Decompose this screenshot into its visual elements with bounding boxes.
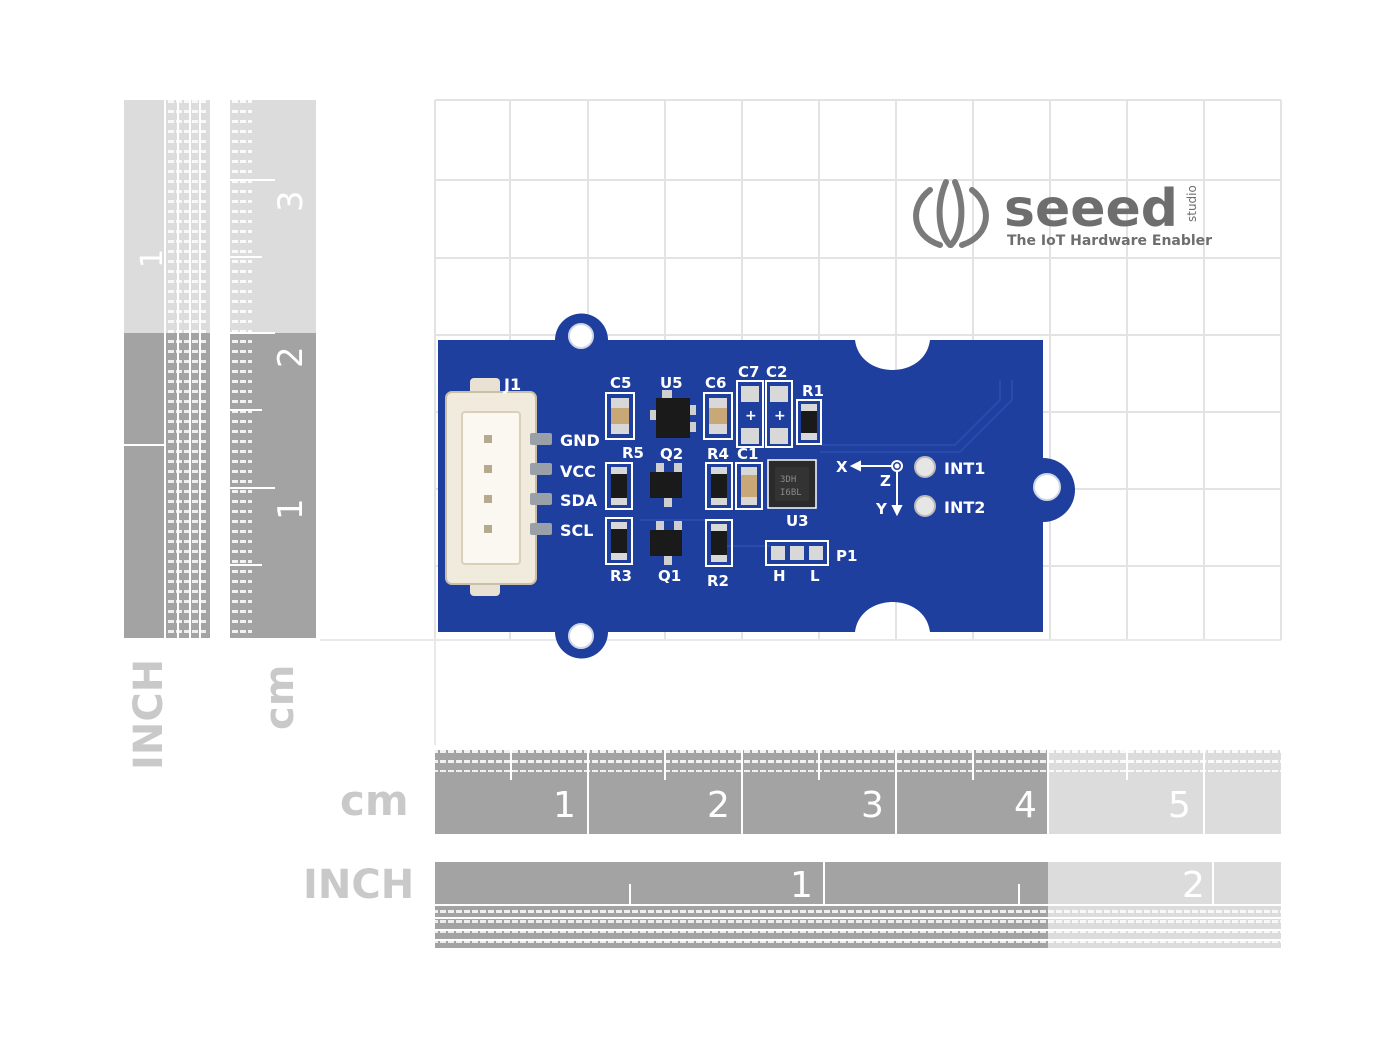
label-j1: J1 (503, 375, 521, 394)
label-u5: U5 (660, 374, 683, 392)
label-int1: INT1 (944, 459, 985, 478)
bottom-cm-number-1: 1 (553, 785, 576, 826)
component-r5 (605, 462, 633, 510)
pin-label-scl: SCL (560, 521, 593, 540)
label-c2: C2 (766, 363, 787, 381)
left-inch-label: INCH (126, 659, 172, 770)
component-q2 (650, 463, 682, 507)
label-u3: U3 (786, 512, 809, 530)
bottom-inch-ruler: 1 2 (435, 862, 1281, 948)
component-c7: + (736, 380, 764, 448)
label-jumper-h: H (773, 567, 786, 585)
svg-text:+: + (745, 408, 757, 424)
component-u5 (650, 390, 696, 438)
seeed-tagline: The IoT Hardware Enabler (1007, 233, 1212, 249)
component-r4 (705, 462, 733, 510)
label-c6: C6 (705, 374, 726, 392)
seeed-studio-mark: studio (1185, 185, 1199, 222)
seeed-leaf-icon (913, 179, 989, 248)
bottom-inch-number-2: 2 (1182, 865, 1205, 906)
int2-pad (914, 495, 936, 517)
grove-connector (445, 378, 552, 596)
bottom-inch-number-1: 1 (790, 865, 813, 906)
component-c1 (735, 462, 763, 510)
component-c2: + (765, 380, 793, 448)
seeed-logo: seeed studio The IoT Hardware Enabler (913, 179, 1212, 249)
label-jumper-l: L (810, 567, 820, 585)
bottom-cm-number-4: 4 (1014, 785, 1037, 826)
left-inch-ruler: 1 (124, 100, 210, 638)
label-axis-z: Z (880, 472, 891, 490)
component-u3: 3DH I6BL (767, 459, 817, 509)
label-r4: R4 (707, 445, 729, 463)
left-cm-label: cm (257, 665, 303, 730)
left-cm-number-3: 3 (271, 190, 311, 212)
label-r2: R2 (707, 572, 729, 590)
label-q2: Q2 (660, 445, 683, 463)
left-cm-number-1: 1 (271, 498, 311, 520)
label-int2: INT2 (944, 498, 985, 517)
label-q1: Q1 (658, 567, 681, 585)
pin-label-sda: SDA (560, 491, 598, 510)
pin-label-vcc: VCC (560, 462, 596, 481)
label-r5: R5 (622, 444, 644, 462)
axis-indicator (849, 460, 903, 517)
component-r1 (796, 399, 822, 445)
label-r1: R1 (802, 382, 824, 400)
component-c5 (605, 392, 635, 440)
pin-label-gnd: GND (560, 431, 600, 450)
jumper-p1 (765, 540, 829, 566)
bottom-cm-number-2: 2 (707, 785, 730, 826)
bottom-inch-label: INCH (303, 862, 414, 908)
label-axis-y: Y (875, 500, 888, 518)
int1-pad (914, 456, 936, 478)
svg-text:I6BL: I6BL (780, 488, 802, 498)
svg-text:+: + (774, 408, 786, 424)
bottom-cm-label: cm (340, 776, 409, 825)
label-c5: C5 (610, 374, 631, 392)
bottom-cm-ruler: 1 2 3 4 5 (435, 750, 1281, 834)
label-axis-x: X (836, 458, 848, 476)
label-p1: P1 (836, 547, 857, 565)
component-c6 (703, 392, 733, 440)
label-c7: C7 (738, 363, 759, 381)
grove-sensor-board: GND VCC SDA SCL J1 C5 U5 C6 (438, 313, 1075, 659)
component-q1 (650, 521, 682, 565)
label-c1: C1 (737, 445, 758, 463)
left-cm-ruler: 3 2 1 (230, 100, 316, 638)
component-r2 (705, 519, 733, 567)
bottom-cm-number-5: 5 (1168, 785, 1191, 826)
seeed-wordmark: seeed (1004, 179, 1178, 239)
bottom-cm-number-3: 3 (861, 785, 884, 826)
label-r3: R3 (610, 567, 632, 585)
component-r3 (605, 517, 633, 565)
left-inch-number: 1 (135, 249, 170, 268)
left-cm-number-2: 2 (271, 346, 311, 368)
svg-text:3DH: 3DH (780, 475, 796, 485)
